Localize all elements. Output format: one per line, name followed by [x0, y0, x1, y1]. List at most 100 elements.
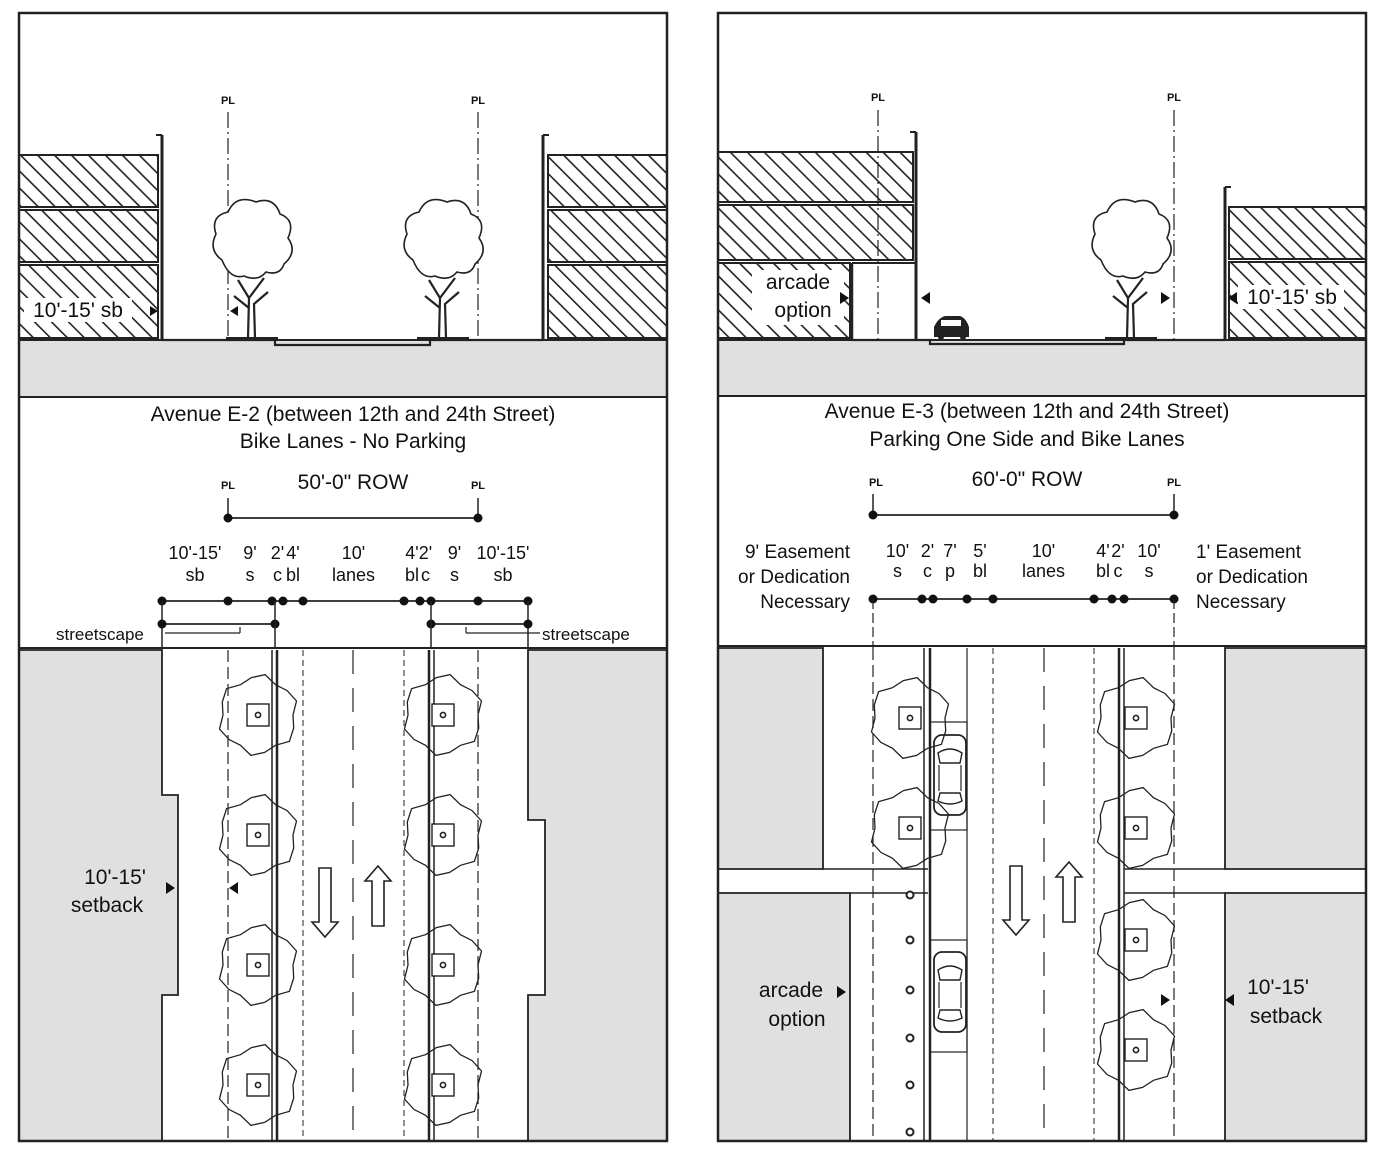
right-easement-left-line1: 9' Easement: [745, 542, 851, 563]
left-streetscape-label-left: streetscape: [56, 625, 144, 644]
tree-plan-icon: [218, 793, 298, 877]
left-row-pl-label-1: PL: [221, 480, 235, 492]
tree-plan-icon: [1096, 1008, 1176, 1092]
left-ground: [19, 339, 667, 398]
dimension-code: lanes: [332, 565, 375, 585]
dimension-value: 2': [419, 543, 432, 563]
left-southbound-arrow-icon: [310, 867, 340, 939]
dimension-code: s: [246, 565, 255, 585]
dimension-value: 10': [342, 543, 365, 563]
dimension-value: 10'-15': [169, 543, 222, 563]
dimension-code: sb: [185, 565, 204, 585]
dimension-value: 9': [243, 543, 256, 563]
tree-plan-icon: [218, 673, 298, 757]
left-section-buildings: [19, 134, 667, 340]
tree-elevation-icon: [1091, 198, 1172, 339]
street-light-icon: [905, 985, 915, 995]
dimension-code: c: [923, 561, 932, 581]
right-plan-setback-line1: 10'-15': [1247, 976, 1309, 999]
right-section-arcade-line1: arcade: [766, 271, 830, 294]
dimension-code: s: [450, 565, 459, 585]
left-dimension-chain: 10'-15'sb9's2'c4'bl10'lanes4'bl2'c9's10'…: [169, 543, 530, 585]
right-plan-view: arcade option 10'-15' setback: [718, 645, 1366, 1141]
right-ground: [718, 339, 1366, 397]
parked-car-icon: [933, 951, 967, 1033]
dimension-value: 10': [1137, 541, 1160, 561]
dimension-code: bl: [405, 565, 419, 585]
tree-plan-icon: [403, 923, 483, 1007]
dimension-value: 4': [405, 543, 418, 563]
left-section-pl-label-1: PL: [221, 95, 235, 107]
right-easement-right-line1: 1' Easement: [1196, 542, 1302, 563]
left-subtitle: Bike Lanes - No Parking: [240, 430, 466, 453]
tree-plan-icon: [218, 923, 298, 1007]
dimension-value: 2': [271, 543, 284, 563]
left-plan-setback-line1: 10'-15': [84, 866, 146, 889]
dimension-value: 4': [1096, 541, 1109, 561]
tree-plan-icon: [403, 793, 483, 877]
dimension-code: p: [945, 561, 955, 581]
tree-elevation-icon: [212, 198, 293, 339]
dimension-code: s: [1145, 561, 1154, 581]
left-row-label: 50'-0" ROW: [298, 471, 409, 494]
dimension-value: 2': [1111, 541, 1124, 561]
right-easement-right-line3: Necessary: [1196, 592, 1286, 613]
dimension-code: bl: [286, 565, 300, 585]
tree-plan-icon: [1096, 898, 1176, 982]
dimension-code: bl: [973, 561, 987, 581]
street-light-icon: [905, 1080, 915, 1090]
street-light-icon: [905, 1033, 915, 1043]
dimension-value: 2': [921, 541, 934, 561]
right-row-pl-label-2: PL: [1167, 477, 1181, 489]
street-light-icon: [905, 890, 915, 900]
right-title: Avenue E-3 (between 12th and 24th Street…: [825, 400, 1230, 423]
dimension-value: 5': [973, 541, 986, 561]
tree-plan-icon: [218, 1043, 298, 1127]
left-row-pl-label-2: PL: [471, 480, 485, 492]
tree-plan-icon: [403, 673, 483, 757]
tree-plan-icon: [1096, 786, 1176, 870]
parked-car-icon: [933, 734, 967, 816]
right-panel-frame: [716, 11, 1368, 1143]
dimension-code: c: [421, 565, 430, 585]
right-section-arcade-line2: option: [774, 299, 831, 322]
dimension-code: c: [1114, 561, 1123, 581]
tree-plan-icon: [1096, 676, 1176, 760]
right-easement-left-line3: Necessary: [760, 592, 850, 613]
right-section-trees: [1091, 198, 1172, 339]
street-light-icon: [905, 935, 915, 945]
left-section-trees: [212, 198, 484, 339]
tree-plan-icon: [870, 786, 950, 870]
car-elevation-icon: [934, 316, 969, 340]
left-panel-frame: [17, 11, 669, 1143]
left-streetscape-label-right: streetscape: [542, 625, 630, 644]
left-northbound-arrow-icon: [363, 864, 393, 927]
right-easement-left-line2: or Dedication: [738, 567, 850, 588]
left-section-pl-label-2: PL: [471, 95, 485, 107]
right-plan-arcade-line1: arcade: [759, 979, 823, 1002]
right-row-label: 60'-0" ROW: [972, 468, 1083, 491]
tree-plan-icon: [870, 676, 950, 760]
right-plan-trees: [870, 676, 1176, 1092]
dimension-code: sb: [493, 565, 512, 585]
dimension-value: 4': [286, 543, 299, 563]
dimension-value: 7': [943, 541, 956, 561]
tree-elevation-icon: [403, 198, 484, 339]
tree-plan-icon: [403, 1043, 483, 1127]
dimension-code: lanes: [1022, 561, 1065, 581]
right-easement-right-line2: or Dedication: [1196, 567, 1308, 588]
dimension-code: c: [273, 565, 282, 585]
street-light-icon: [905, 1127, 915, 1137]
right-section-pl-label-1: PL: [871, 92, 885, 104]
left-plan-setback-line2: setback: [71, 894, 144, 917]
left-plan-view: 10'-15' setback: [19, 647, 667, 1141]
right-southbound-arrow-icon: [1001, 865, 1031, 937]
right-section-setback-label: 10'-15' sb: [1247, 286, 1337, 309]
right-panel-avenue-e3: PL PL arcade option 10'-15' sb Avenue E-…: [718, 92, 1366, 1141]
dimension-code: s: [893, 561, 902, 581]
right-plan-street-lights: [905, 890, 915, 1137]
dimension-code: bl: [1096, 561, 1110, 581]
